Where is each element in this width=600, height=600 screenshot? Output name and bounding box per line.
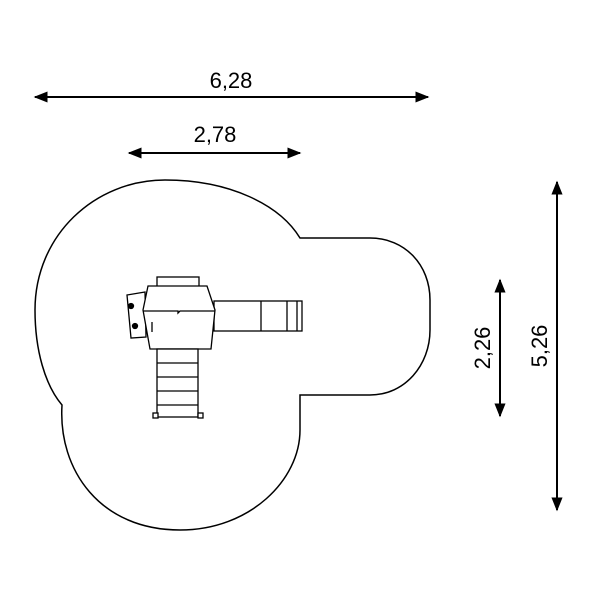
overall-depth-label: 5,26 [527, 325, 552, 368]
structure-width-label: 2,78 [194, 122, 237, 147]
slide [213, 300, 303, 332]
safety-zone-outline [34, 179, 431, 531]
play-structure [126, 276, 303, 419]
platform [142, 285, 216, 350]
overall-width-label: 6,28 [210, 68, 253, 93]
left-panel [126, 291, 147, 339]
structure-depth-label: 2,26 [470, 327, 495, 370]
ladder [152, 348, 204, 419]
